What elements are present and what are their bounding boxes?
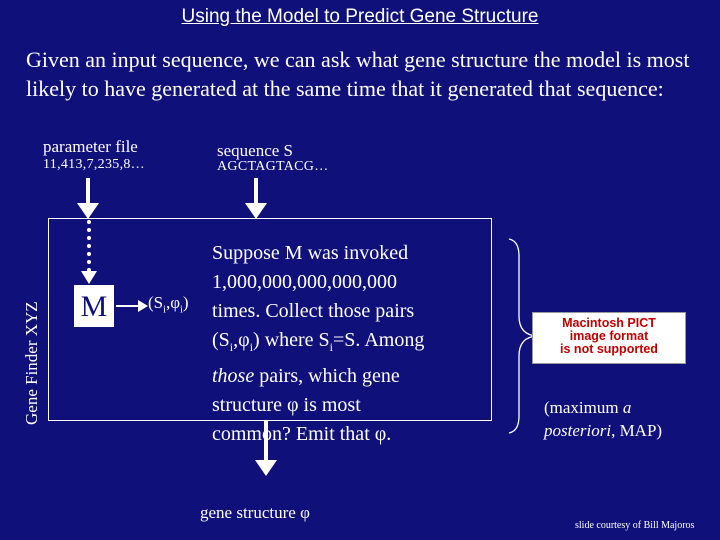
param-to-model-dotted-line bbox=[87, 220, 91, 272]
pict-image-placeholder: Macintosh PICT image format is not suppo… bbox=[532, 312, 686, 364]
slide-credit: slide courtesy of Bill Majoros bbox=[575, 520, 695, 531]
output-arrowhead bbox=[255, 460, 277, 476]
parameter-file-label: parameter file bbox=[43, 137, 138, 156]
gene-structure-output: gene structure φ bbox=[200, 503, 310, 522]
sequence-input-arrow-shaft bbox=[254, 178, 258, 210]
sequence-input-arrowhead bbox=[245, 203, 267, 219]
parameter-file-value: 11,413,7,235,8… bbox=[43, 157, 145, 172]
procedure-description: Suppose M was invoked 1,000,000,000,000,… bbox=[212, 242, 425, 445]
output-arrow-shaft bbox=[264, 421, 268, 465]
slide-title: Using the Model to Predict Gene Structur… bbox=[181, 6, 539, 27]
gene-finder-label: Gene Finder XYZ bbox=[22, 301, 41, 425]
gene-finder-box bbox=[48, 218, 492, 421]
model-to-pair-arrowhead bbox=[138, 300, 148, 312]
param-to-model-arrowhead bbox=[81, 271, 97, 284]
param-input-arrow-shaft bbox=[86, 178, 90, 210]
intro-text: Given an input sequence, we can ask what… bbox=[26, 47, 690, 101]
sequence-label: sequence S bbox=[217, 141, 294, 160]
model-to-pair-line bbox=[116, 305, 140, 307]
param-input-arrowhead bbox=[77, 203, 99, 219]
pair-label: (Si,φi) bbox=[148, 293, 189, 316]
sequence-value: AGCTAGTACG… bbox=[217, 159, 329, 174]
model-box: M bbox=[74, 285, 114, 327]
